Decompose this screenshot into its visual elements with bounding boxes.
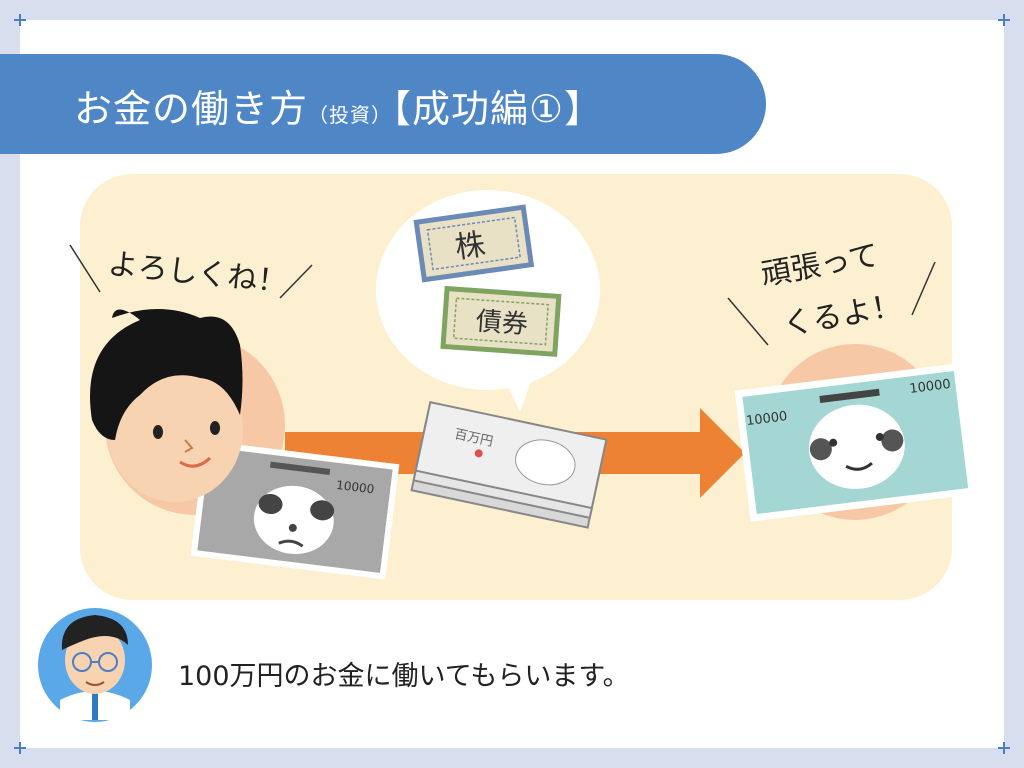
gray-bill-icon (190, 440, 400, 580)
title-suffix: 【成功編①】 (392, 87, 604, 131)
page-title: お金の働き方（投資）【成功編①】 (74, 78, 603, 133)
caption-text: 100万円のお金に働いてもらいます。 (178, 661, 630, 692)
teal-bill-number-right: 10000 (909, 377, 952, 397)
corner-mark-bottom-right (998, 742, 1010, 754)
corner-mark-top-right (998, 14, 1010, 26)
gray-bill-number: 10000 (335, 478, 375, 497)
bond-certificate-icon (440, 285, 562, 357)
bond-label: 債券 (475, 307, 529, 341)
title-paren: （投資） (308, 103, 393, 127)
emphasis-lines (69, 244, 936, 346)
stock-certificate-icon (413, 204, 535, 283)
teal-bill-number-left: 10000 (745, 409, 788, 429)
boy-character (90, 309, 243, 502)
title-main: お金の働き方 (74, 87, 309, 131)
corner-mark-bottom-left (14, 742, 26, 754)
stock-label: 株 (453, 227, 488, 266)
teal-bill-icon (734, 363, 977, 522)
title-bar (0, 54, 766, 154)
money-bundle-icon (410, 400, 608, 529)
teacher-avatar (38, 608, 152, 722)
corner-mark-top-left (14, 14, 26, 26)
